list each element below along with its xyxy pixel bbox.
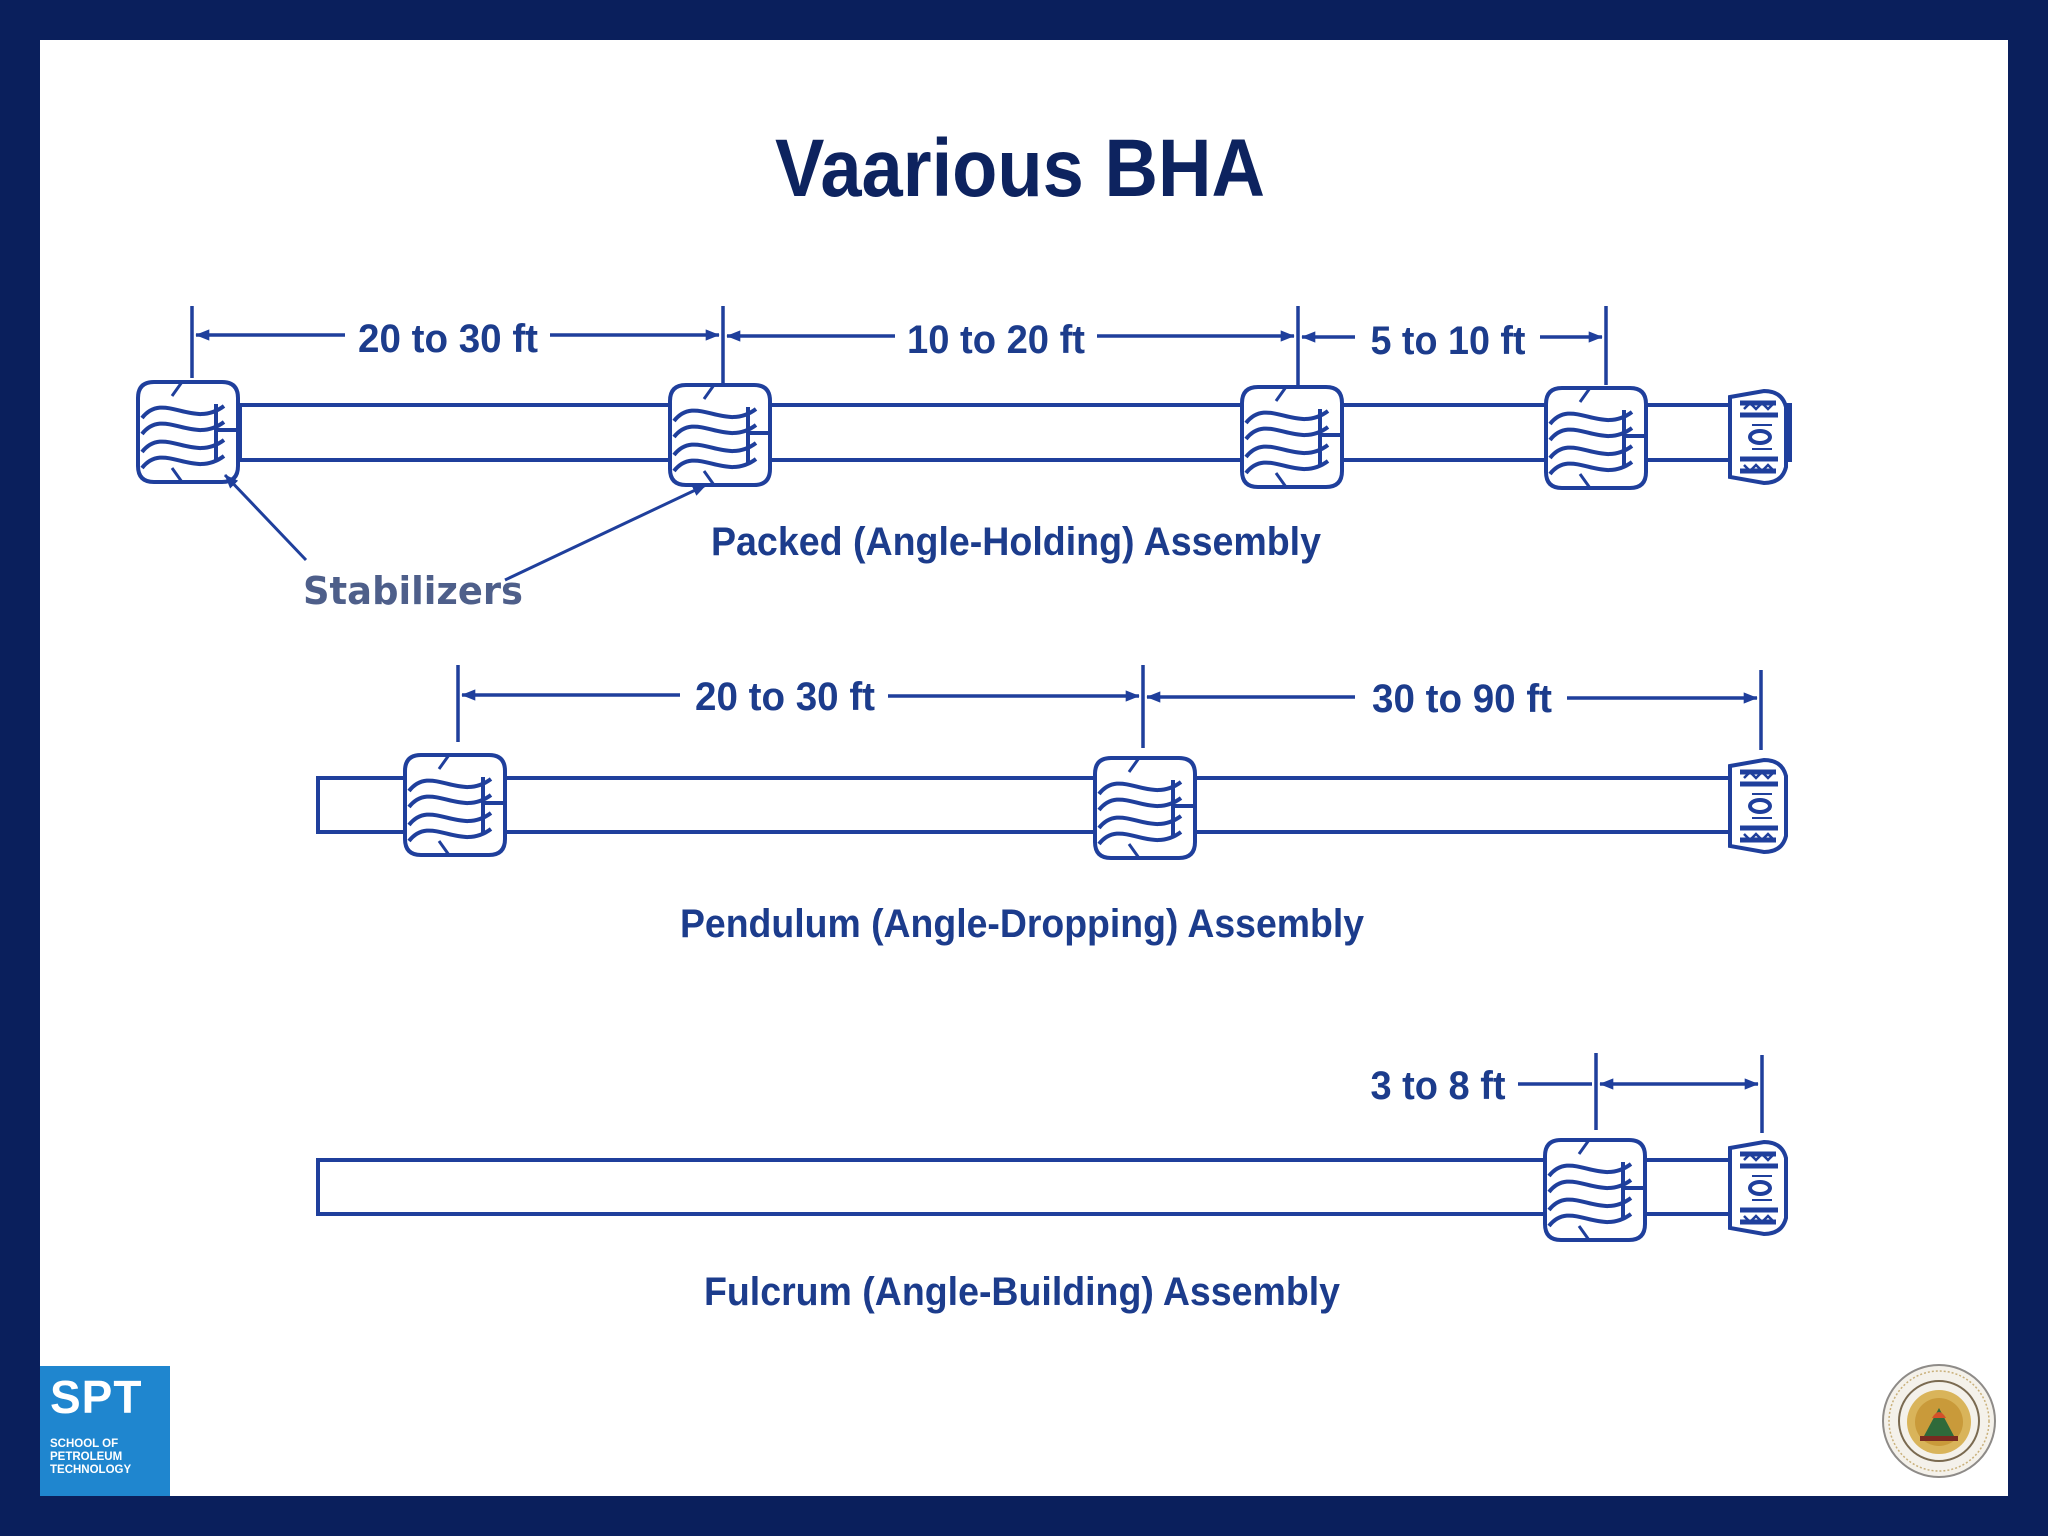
fulcrum-assembly: 3 to 8 ft Fulcrum (Angle-Building) Assem… — [316, 1053, 1786, 1314]
packed-stabilizer-3 — [1240, 385, 1344, 489]
pendulum-drill-bit — [1730, 760, 1786, 852]
packed-dim-2-label: 10 to 20 ft — [907, 318, 1085, 362]
pendulum-caption: Pendulum (Angle-Dropping) Assembly — [680, 902, 1365, 946]
spt-logo: SPT SCHOOL OF PETROLEUM TECHNOLOGY — [40, 1366, 170, 1496]
packed-drill-bit — [1730, 391, 1786, 483]
packed-dim-1-label: 20 to 30 ft — [358, 317, 538, 361]
fulcrum-drill-bit — [1730, 1142, 1786, 1234]
bha-diagram: Vaarious BHA — [136, 123, 1792, 1314]
stabilizers-label: Stabilizers — [303, 569, 523, 613]
slide: Vaarious BHA — [40, 40, 2008, 1496]
pendulum-assembly: 20 to 30 ft 30 to 90 ft Pendulum (Angle-… — [316, 665, 1786, 946]
pendulum-drill-collar — [316, 776, 1782, 834]
packed-drill-collar — [238, 403, 1792, 462]
fulcrum-dim-label: 3 to 8 ft — [1371, 1064, 1506, 1108]
packed-stabilizer-4 — [1544, 386, 1648, 490]
fulcrum-stabilizer — [1543, 1138, 1647, 1242]
packed-stabilizer-1 — [136, 380, 240, 484]
packed-dim-3-label: 5 to 10 ft — [1371, 319, 1526, 363]
packed-caption: Packed (Angle-Holding) Assembly — [711, 520, 1322, 564]
spt-logo-fullname: SCHOOL OF PETROLEUM TECHNOLOGY — [50, 1438, 132, 1476]
pendulum-dim-1-label: 20 to 30 ft — [695, 675, 875, 719]
fulcrum-caption: Fulcrum (Angle-Building) Assembly — [704, 1270, 1341, 1314]
university-seal-icon — [1882, 1364, 1996, 1478]
pendulum-stabilizer-2 — [1093, 756, 1197, 860]
packed-stabilizer-2 — [668, 383, 772, 487]
pendulum-stabilizer-1 — [403, 753, 507, 857]
spt-logo-abbr: SPT — [50, 1371, 143, 1423]
slide-title: Vaarious BHA — [775, 123, 1265, 214]
packed-assembly: 20 to 30 ft 10 to 20 ft 5 to 10 ft Stabi… — [136, 306, 1792, 613]
pendulum-dim-2-label: 30 to 90 ft — [1372, 677, 1552, 721]
